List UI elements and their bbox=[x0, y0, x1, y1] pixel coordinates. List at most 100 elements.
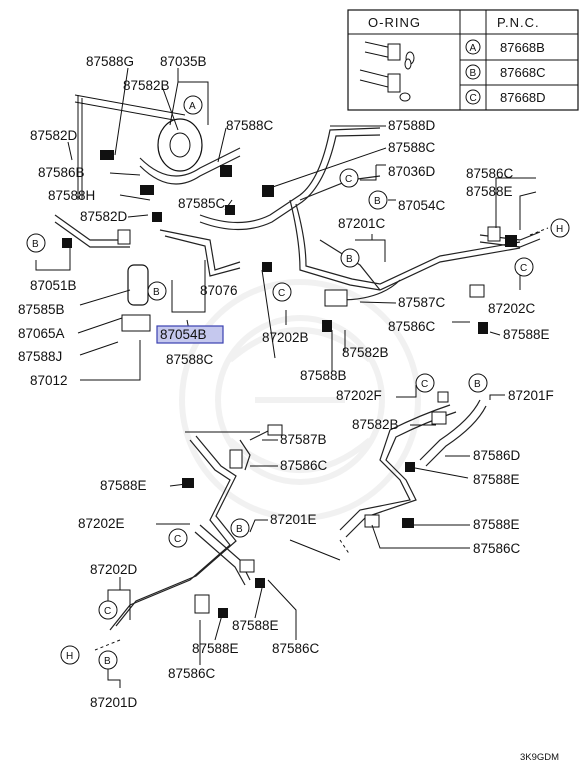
callout-87588c-3[interactable]: 87588C bbox=[166, 352, 214, 367]
svg-text:B: B bbox=[346, 254, 353, 265]
callout-87202d[interactable]: 87202D bbox=[90, 562, 138, 577]
callout-87588b[interactable]: 87588B bbox=[300, 368, 347, 383]
callout-87202c[interactable]: 87202C bbox=[488, 301, 536, 316]
circle-a-label: A bbox=[470, 43, 477, 54]
svg-text:B: B bbox=[474, 379, 481, 390]
callout-87588j[interactable]: 87588J bbox=[18, 349, 62, 364]
callout-87036d[interactable]: 87036D bbox=[388, 164, 436, 179]
svg-text:C: C bbox=[278, 288, 285, 299]
svg-text:C: C bbox=[104, 606, 111, 617]
marker-b-5: B bbox=[468, 373, 488, 393]
callout-87076[interactable]: 87076 bbox=[200, 283, 238, 298]
oring-row-a: A 87668B bbox=[465, 39, 545, 55]
circle-markers: A C B B B H C B C C B B C C H B bbox=[26, 95, 570, 670]
svg-text:B: B bbox=[32, 239, 39, 250]
callout-87585b[interactable]: 87585B bbox=[18, 302, 65, 317]
callout-87588c-2[interactable]: 87588C bbox=[388, 140, 436, 155]
callout-87586b[interactable]: 87586B bbox=[38, 165, 85, 180]
watermark-emblem bbox=[179, 279, 421, 521]
marker-h-2: H bbox=[60, 645, 80, 665]
callout-87588e-4[interactable]: 87588E bbox=[100, 478, 147, 493]
marker-b-3: B bbox=[340, 248, 360, 268]
oring-illustration bbox=[359, 41, 415, 102]
callout-87585c[interactable]: 87585C bbox=[178, 196, 226, 211]
circle-c-label: C bbox=[470, 93, 477, 104]
pnc-value-a: 87668B bbox=[500, 40, 545, 55]
svg-text:B: B bbox=[153, 287, 160, 298]
callout-87582b-top[interactable]: 87582B bbox=[123, 78, 170, 93]
marker-b-6: B bbox=[230, 518, 250, 538]
callout-87201d[interactable]: 87201D bbox=[90, 695, 138, 710]
lower-left-piping bbox=[109, 424, 341, 631]
marker-h-1: H bbox=[550, 218, 570, 238]
marker-c-5: C bbox=[168, 528, 188, 548]
callout-87582b-low[interactable]: 87582B bbox=[352, 417, 399, 432]
svg-text:A: A bbox=[189, 101, 196, 112]
marker-c-2: C bbox=[514, 257, 534, 277]
marker-c-4: C bbox=[415, 373, 435, 393]
marker-c-1: C bbox=[339, 168, 359, 188]
callout-87582d-2[interactable]: 87582D bbox=[80, 209, 128, 224]
callout-87588e-2[interactable]: 87588E bbox=[503, 327, 550, 342]
diagram-code: 3K9GDM bbox=[520, 752, 559, 763]
oring-header: O-RING bbox=[368, 15, 421, 30]
callout-87201e[interactable]: 87201E bbox=[270, 512, 317, 527]
svg-text:C: C bbox=[520, 263, 527, 274]
svg-text:B: B bbox=[236, 524, 243, 535]
callout-87201c[interactable]: 87201C bbox=[338, 216, 386, 231]
callout-87012[interactable]: 87012 bbox=[30, 373, 68, 388]
callout-87587b[interactable]: 87587B bbox=[280, 432, 327, 447]
svg-text:C: C bbox=[174, 534, 181, 545]
svg-text:H: H bbox=[556, 224, 563, 235]
callout-87202e[interactable]: 87202E bbox=[78, 516, 125, 531]
callout-87586c-4[interactable]: 87586C bbox=[473, 541, 521, 556]
oring-row-c: C 87668D bbox=[465, 89, 546, 105]
callout-87201f[interactable]: 87201F bbox=[508, 388, 554, 403]
svg-text:C: C bbox=[345, 174, 352, 185]
pnc-header: P.N.C. bbox=[497, 15, 540, 30]
callout-87588c-1[interactable]: 87588C bbox=[226, 118, 274, 133]
callout-87588d[interactable]: 87588D bbox=[388, 118, 436, 133]
callout-87586c-5[interactable]: 87586C bbox=[272, 641, 320, 656]
callout-87587c[interactable]: 87587C bbox=[398, 295, 446, 310]
callout-87586c-2[interactable]: 87586C bbox=[388, 319, 436, 334]
callout-87588e-3[interactable]: 87588E bbox=[473, 472, 520, 487]
dash-hints bbox=[94, 227, 549, 651]
oring-row-b: B 87668C bbox=[465, 64, 546, 80]
callout-87582d-1[interactable]: 87582D bbox=[30, 128, 78, 143]
callout-87054c[interactable]: 87054C bbox=[398, 198, 446, 213]
marker-c-3: C bbox=[272, 282, 292, 302]
callout-87586d[interactable]: 87586D bbox=[473, 448, 521, 463]
callout-87588g[interactable]: 87588G bbox=[86, 54, 134, 69]
leader-lines bbox=[35, 67, 537, 688]
callout-87065a[interactable]: 87065A bbox=[18, 326, 65, 341]
callout-87051b[interactable]: 87051B bbox=[30, 278, 77, 293]
callout-87586c-6[interactable]: 87586C bbox=[168, 666, 216, 681]
callout-87588h[interactable]: 87588H bbox=[48, 188, 95, 203]
callout-87586c-1[interactable]: 87586C bbox=[466, 166, 514, 181]
callout-87035b[interactable]: 87035B bbox=[160, 54, 207, 69]
marker-b-4: B bbox=[147, 281, 167, 301]
upper-piping-assembly bbox=[54, 94, 541, 334]
highlight-87054b-box bbox=[156, 325, 224, 344]
callout-87202b[interactable]: 87202B bbox=[262, 330, 309, 345]
callout-87054b[interactable]: 87054B bbox=[160, 327, 207, 342]
part-callouts: 87588G 87035B 87582B 87582D 87588C 87588… bbox=[18, 54, 554, 710]
callout-87582b-mid[interactable]: 87582B bbox=[342, 345, 389, 360]
marker-a: A bbox=[183, 95, 203, 115]
callout-87588e-1[interactable]: 87588E bbox=[466, 184, 513, 199]
svg-text:B: B bbox=[374, 196, 381, 207]
pnc-value-b: 87668C bbox=[500, 65, 546, 80]
pnc-value-c: 87668D bbox=[500, 90, 546, 105]
callout-87202f[interactable]: 87202F bbox=[336, 388, 382, 403]
callout-87588e-6[interactable]: 87588E bbox=[232, 618, 279, 633]
marker-b-1: B bbox=[368, 190, 388, 210]
callout-87588e-5[interactable]: 87588E bbox=[473, 517, 520, 532]
lower-right-piping bbox=[339, 391, 487, 538]
callout-87586c-3[interactable]: 87586C bbox=[280, 458, 328, 473]
circle-b-label: B bbox=[470, 68, 477, 79]
callout-87588e-7[interactable]: 87588E bbox=[192, 641, 239, 656]
svg-text:H: H bbox=[66, 651, 73, 662]
marker-b-7: B bbox=[98, 650, 118, 670]
